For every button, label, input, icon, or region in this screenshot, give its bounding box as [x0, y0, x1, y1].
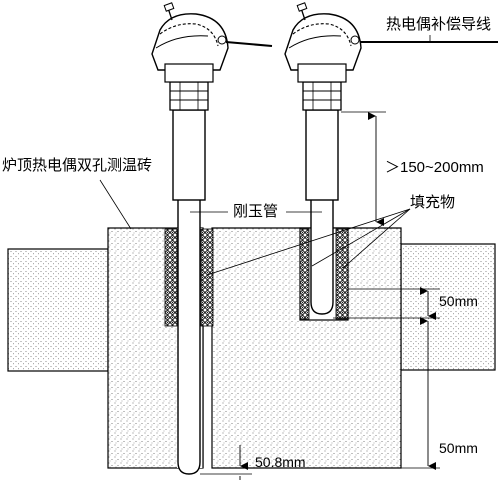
leader-furnace-brick [99, 179, 132, 230]
left-compensating-wire [225, 41, 273, 47]
label-height-range: ＞150~200mm [385, 159, 484, 176]
label-gap-bottom-1: 50mm [439, 293, 478, 309]
right-corundum-tube [310, 197, 334, 315]
label-compensating-wire: 热电偶补偿导线 [386, 15, 492, 33]
right-sleeve [305, 109, 339, 201]
leader-filler-2 [311, 208, 411, 267]
left-wall-block [7, 248, 109, 372]
left-junction-head [151, 2, 229, 83]
right-junction-head [284, 2, 362, 83]
right-wall-block [400, 243, 496, 371]
filler-left-b [200, 228, 214, 327]
label-protrusion: 50.8mm [255, 454, 306, 470]
leader-filler-3 [342, 208, 411, 269]
label-furnace-brick: 炉顶热电偶双孔测温砖 [2, 156, 153, 174]
label-corundum-tube: 刚玉管 [233, 202, 279, 220]
filler-right-a [299, 228, 310, 320]
label-gap-bottom-2: 50mm [439, 440, 478, 456]
filler-left-a [164, 228, 178, 327]
dimension-protrusion [200, 445, 252, 480]
filler-right-b [335, 228, 349, 320]
left-corundum-tube [177, 197, 201, 475]
right-hex-fitting [302, 81, 342, 111]
dimension-height [341, 111, 386, 226]
dimension-gap-2 [401, 317, 440, 470]
label-filler: 填充物 [410, 193, 456, 211]
left-sleeve [172, 109, 206, 201]
left-hex-fitting [169, 81, 209, 111]
